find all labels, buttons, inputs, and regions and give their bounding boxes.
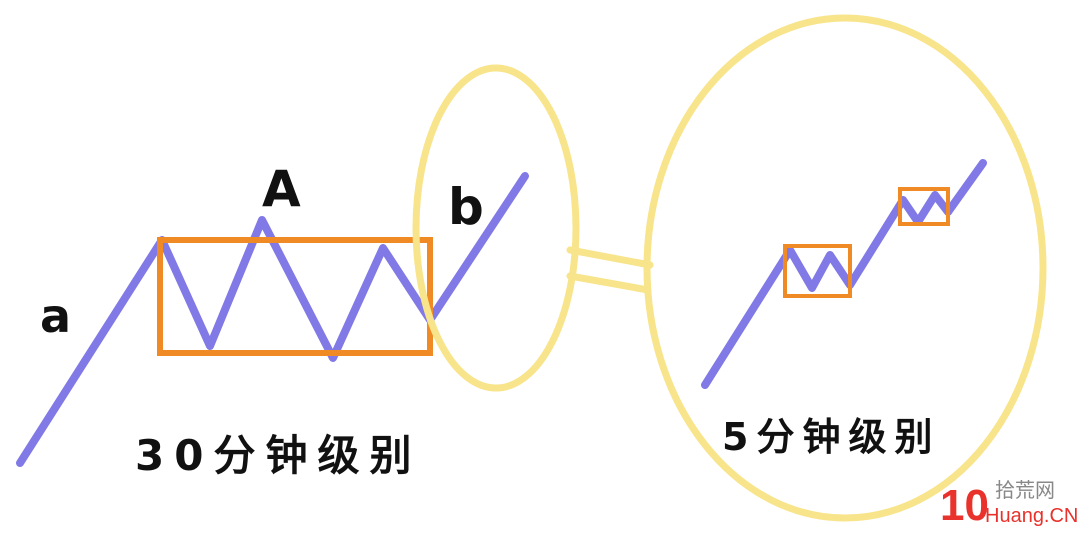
label-A: A [262, 160, 301, 218]
watermark-site-url: Huang.CN [985, 505, 1078, 527]
consolidation-box-5min-2 [898, 187, 950, 226]
watermark-logo: 10 [940, 481, 989, 530]
label-a: a [40, 289, 71, 343]
label-b: b [448, 178, 484, 236]
zoom-circle-large [643, 14, 1047, 522]
consolidation-box-A [157, 237, 433, 356]
consolidation-box-5min-1 [783, 244, 852, 298]
caption-5min: 5分钟级别 [722, 415, 940, 459]
watermark: 10 拾荒网 Huang.CN [940, 479, 1078, 530]
trend-line-5min [701, 159, 987, 389]
caption-30min: 30分钟级别 [135, 431, 421, 480]
watermark-site-name: 拾荒网 [995, 479, 1055, 502]
zoom-connector [566, 246, 654, 294]
trend-line-30min [16, 172, 529, 467]
zoom-circle-small [412, 64, 580, 392]
